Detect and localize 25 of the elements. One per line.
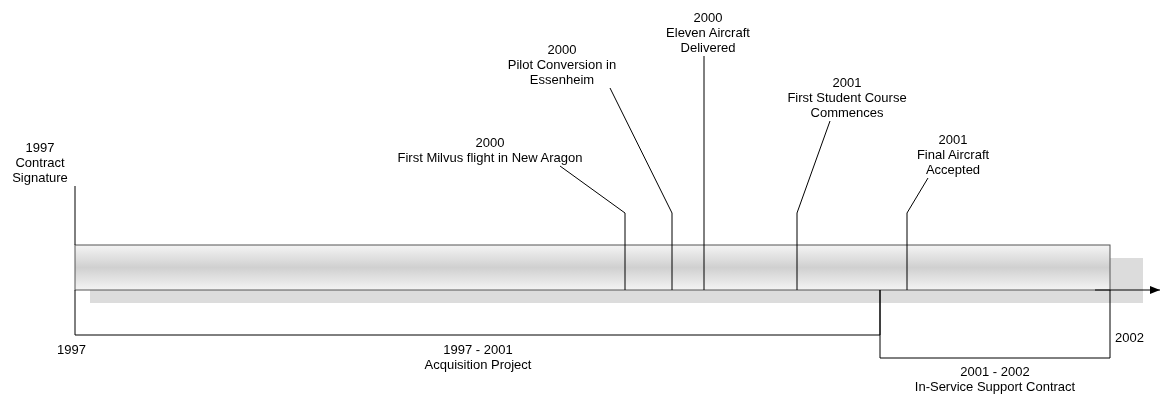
leader-line [906,177,929,246]
milestone-text: First Student Course Commences [786,90,908,120]
milestone-text: Eleven Aircraft Delivered [665,25,751,55]
leader-line [609,87,673,246]
phase-label: Acquisition Project [423,357,533,372]
leader-line [796,120,831,246]
milestone-text: Pilot Conversion in Essenheim [506,57,618,87]
date-range: 1997 - 2001 [442,342,514,357]
date-range: 2001 - 2002 [959,364,1031,379]
year-label: 2000 [474,135,506,150]
leader-line [559,165,626,246]
year-label: 2000 [546,42,578,57]
year-label: 2001 [831,75,863,90]
leader-line [703,55,705,246]
timeline-bar [74,244,1111,291]
year-label: 1997 [57,342,86,357]
year-label: 2002 [1115,330,1144,345]
milestone-text: First Milvus flight in New Aragon [396,150,584,165]
phase-label: In-Service Support Contract [913,379,1077,394]
milestone-text: Final Aircraft Accepted [915,147,991,177]
year-label: 2001 [937,132,969,147]
year-label: 1997 [24,140,56,155]
year-label: 2000 [692,10,724,25]
milestone-text: Contract Signature [11,155,69,185]
leader-line [74,185,76,246]
